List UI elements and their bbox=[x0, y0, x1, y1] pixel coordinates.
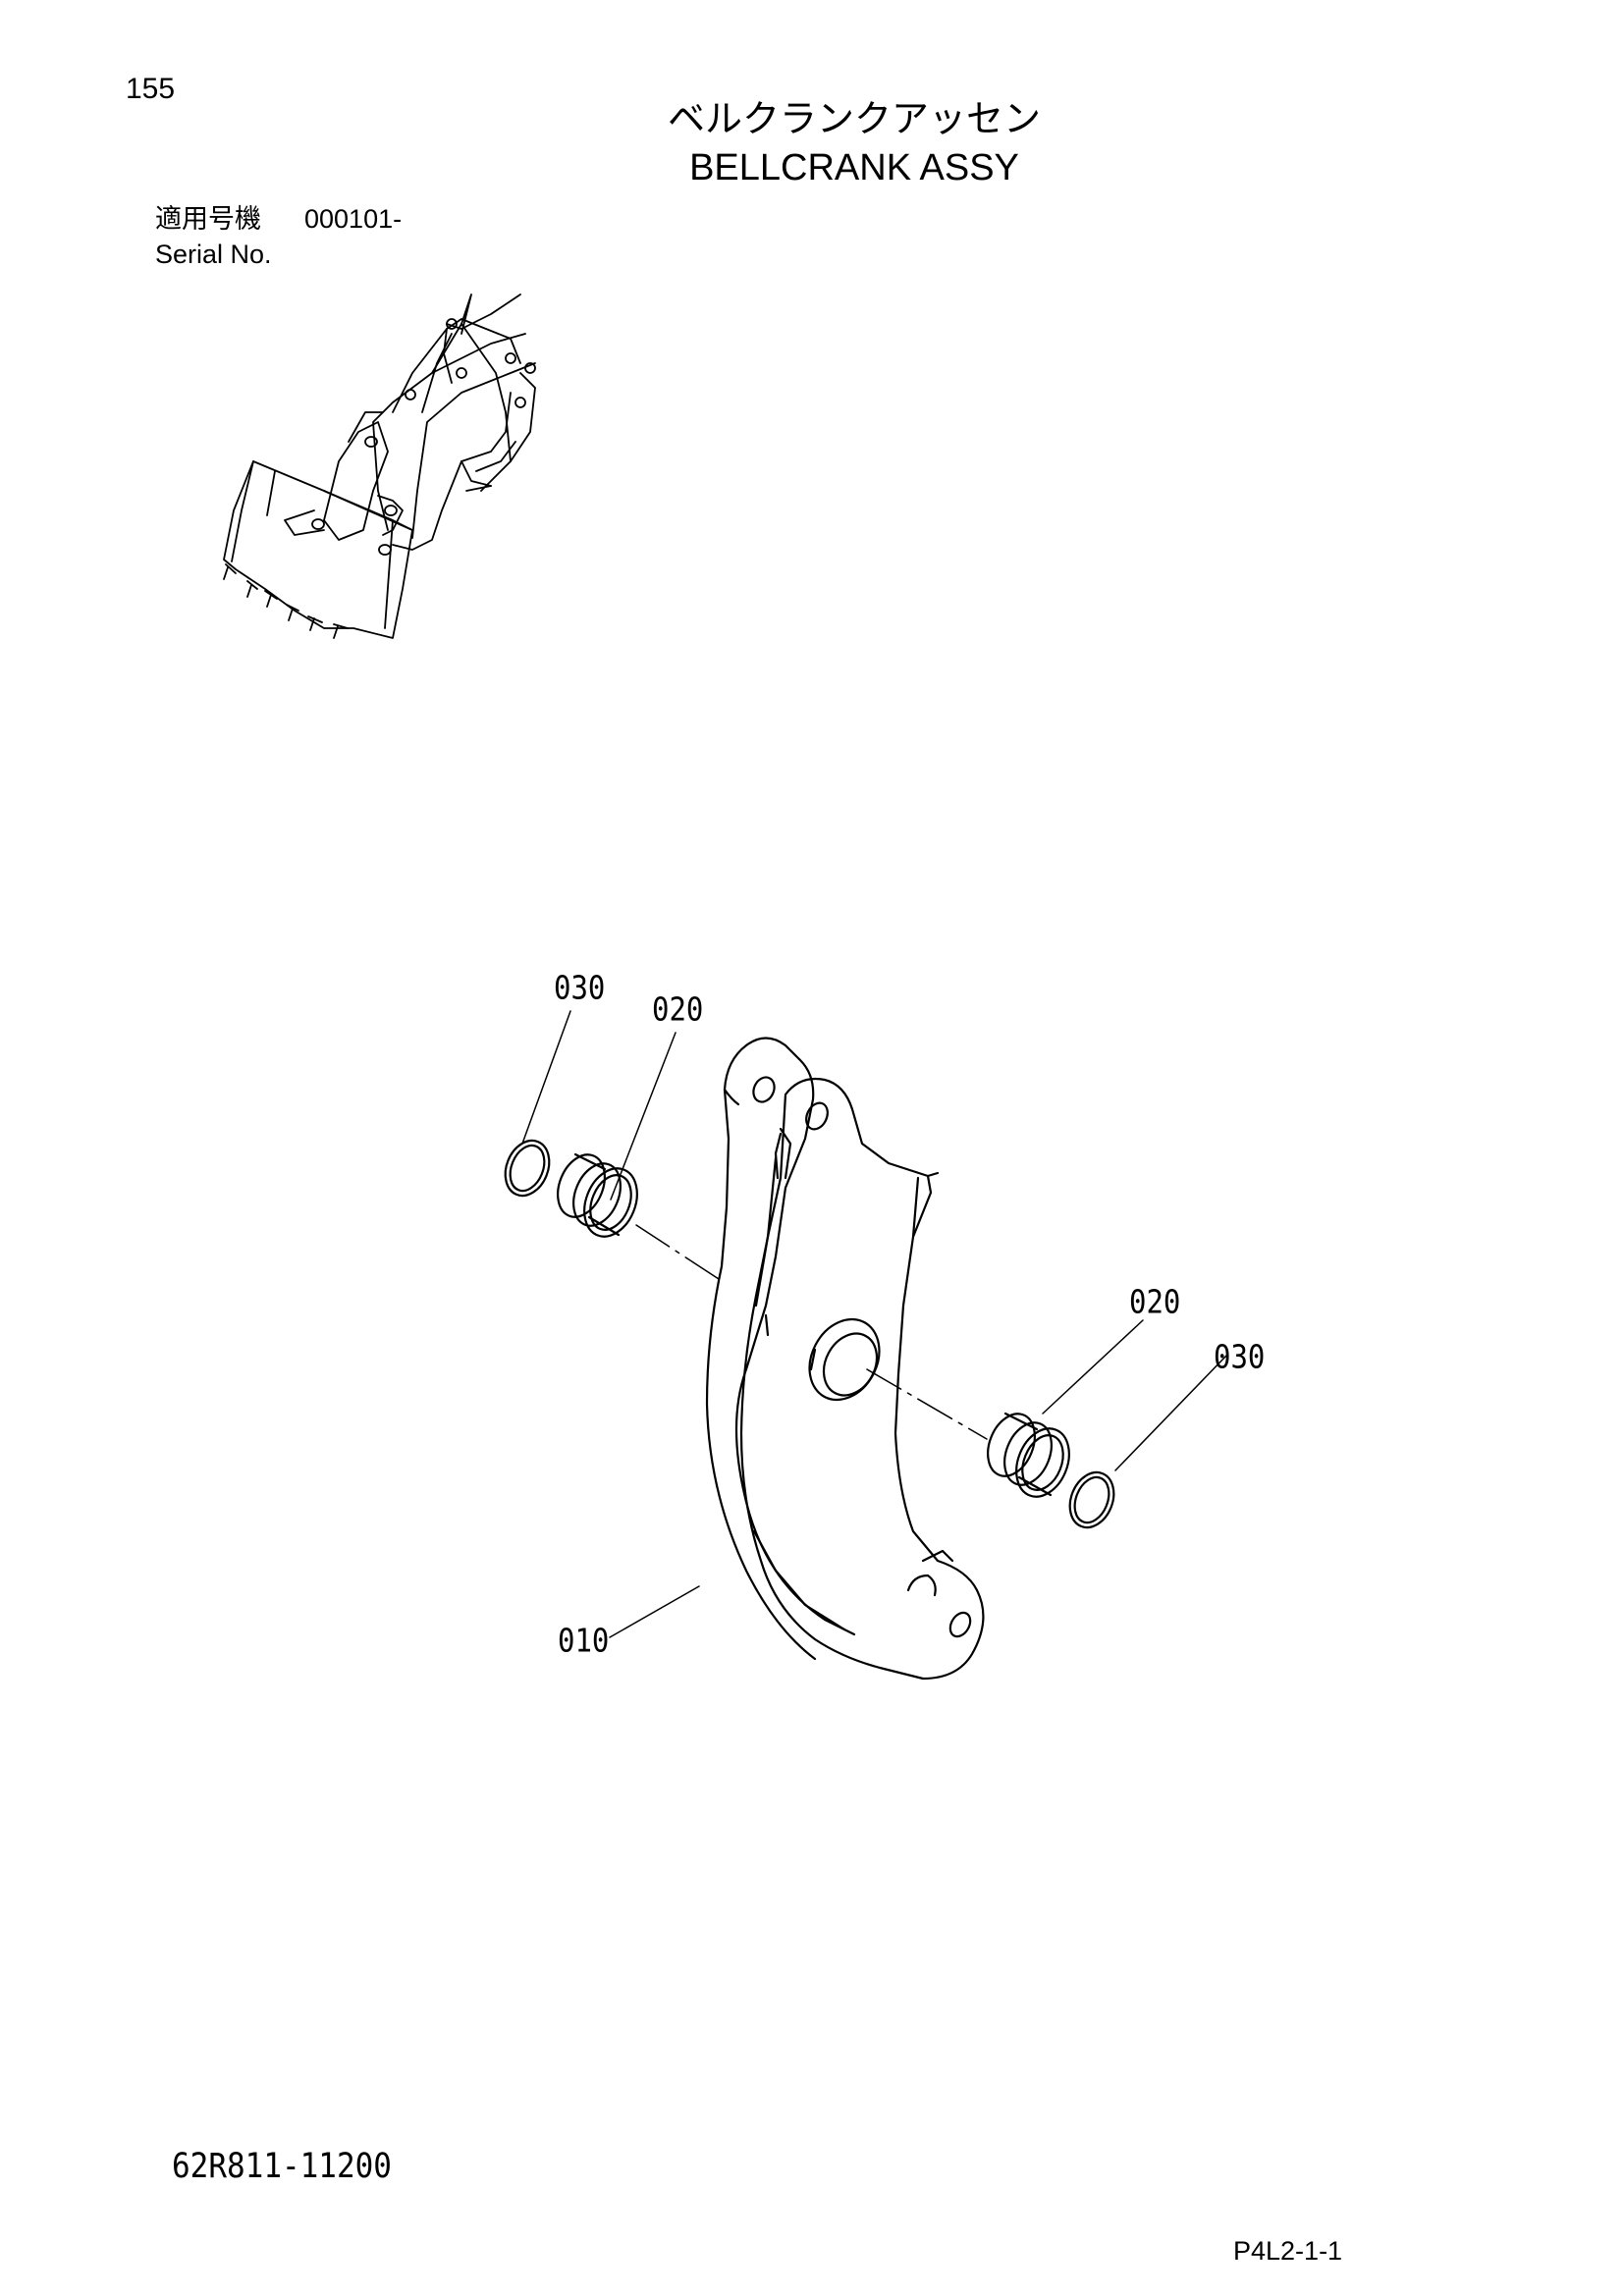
snap-ring-030-top bbox=[504, 1139, 551, 1198]
page-title-japanese: ベルクランクアッセン bbox=[667, 97, 1041, 140]
page-code: P4L2-1-1 bbox=[1233, 2236, 1343, 2266]
center-lines bbox=[635, 1224, 988, 1440]
callout-020-right: 020 bbox=[1129, 1282, 1181, 1321]
serial-number-value: 000101- bbox=[304, 204, 403, 234]
callout-leaders bbox=[521, 1010, 1228, 1638]
snap-ring-030-right bbox=[1068, 1470, 1115, 1529]
serial-label-english: Serial No. bbox=[155, 240, 272, 269]
bellcrank-010 bbox=[705, 1037, 985, 1681]
callout-030-top: 030 bbox=[554, 968, 606, 1007]
callout-010: 010 bbox=[558, 1621, 610, 1660]
bushing-020-top bbox=[557, 1152, 638, 1238]
callout-020-top: 020 bbox=[652, 989, 704, 1029]
assembly-part-number: 62R811-11200 bbox=[172, 2146, 392, 2186]
callout-030-right: 030 bbox=[1214, 1337, 1266, 1376]
loader-thumbnail-illustration bbox=[223, 294, 536, 639]
page-number: 155 bbox=[126, 73, 176, 105]
serial-label-japanese: 適用号機 bbox=[155, 204, 261, 235]
bushing-020-right bbox=[987, 1412, 1070, 1498]
page-title-english: BELLCRANK ASSY bbox=[689, 147, 1019, 188]
